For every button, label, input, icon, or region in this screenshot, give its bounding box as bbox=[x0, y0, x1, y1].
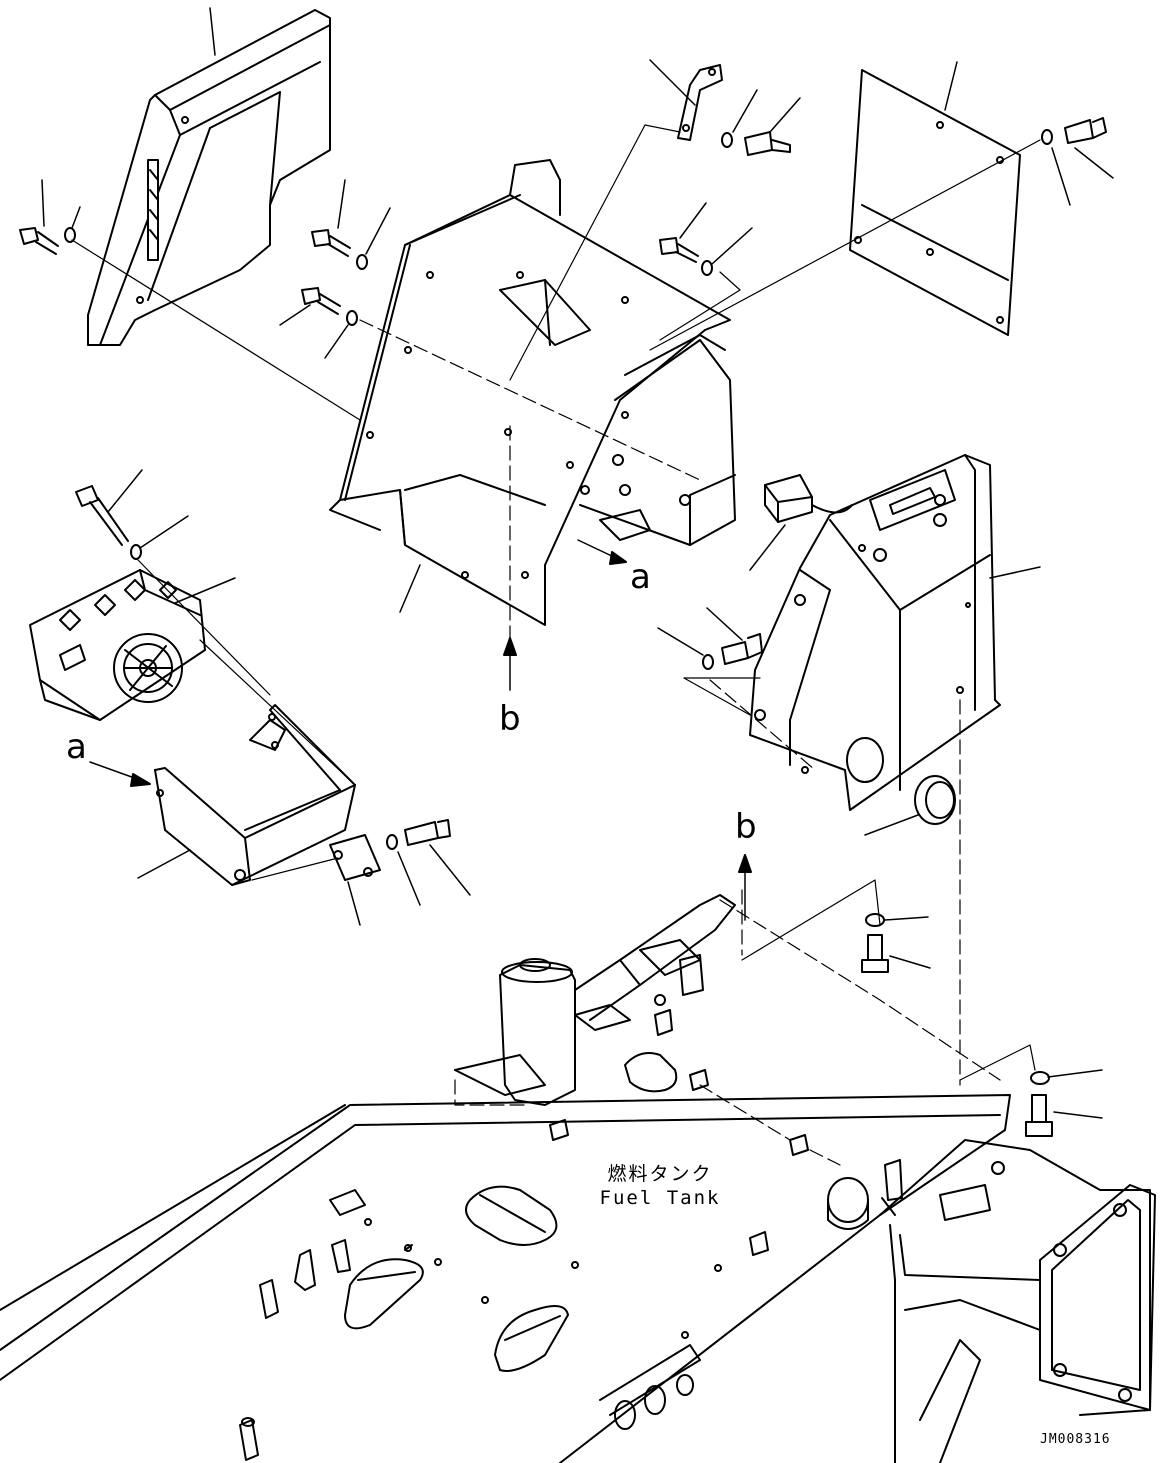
small-bracket-top bbox=[509, 59, 801, 381]
cover-plate-right bbox=[649, 61, 1114, 351]
sensor-module bbox=[749, 474, 853, 571]
view-arrow-b-lower bbox=[738, 854, 752, 921]
blower-unit bbox=[29, 569, 351, 781]
tank-hardware bbox=[239, 1069, 809, 1461]
side-frame-panel bbox=[87, 7, 331, 346]
assembly-dash-lines bbox=[454, 699, 1001, 1166]
small-plate-bolt bbox=[251, 819, 471, 926]
fuel-tank-label-english: Fuel Tank bbox=[599, 1186, 721, 1209]
mount-damper bbox=[827, 1159, 903, 1230]
view-label-b-lower: b bbox=[735, 807, 757, 847]
bolt-washer-center bbox=[279, 179, 753, 481]
control-case-right bbox=[709, 454, 1041, 811]
tank-oval-covers bbox=[344, 1052, 678, 1372]
fuel-tank-label: 燃料タンク Fuel Tank bbox=[590, 1163, 730, 1211]
assembly-solid-lines bbox=[741, 879, 1036, 1081]
view-arrow-a-top bbox=[577, 539, 627, 565]
view-arrow-b-top bbox=[503, 419, 517, 691]
bolt-washer-left bbox=[19, 179, 361, 421]
mounting-bolts-right bbox=[861, 913, 1103, 1137]
fuel-tank-frame bbox=[0, 1094, 1156, 1463]
fuel-tank-label-japanese: 燃料タンク bbox=[607, 1163, 713, 1185]
long-bolt bbox=[75, 469, 271, 696]
drawing-code: JM008316 bbox=[1040, 1432, 1111, 1447]
console-bracket bbox=[329, 159, 736, 626]
fuel-filler-assembly bbox=[454, 894, 736, 1106]
view-label-a-left: a bbox=[66, 727, 87, 767]
view-arrow-a-left bbox=[89, 761, 151, 787]
bolt-washer-case bbox=[657, 607, 763, 716]
view-label-b-top: b bbox=[499, 699, 521, 739]
view-label-a-top: a bbox=[630, 557, 651, 597]
tray-bracket bbox=[137, 704, 356, 886]
grommet bbox=[864, 775, 956, 836]
